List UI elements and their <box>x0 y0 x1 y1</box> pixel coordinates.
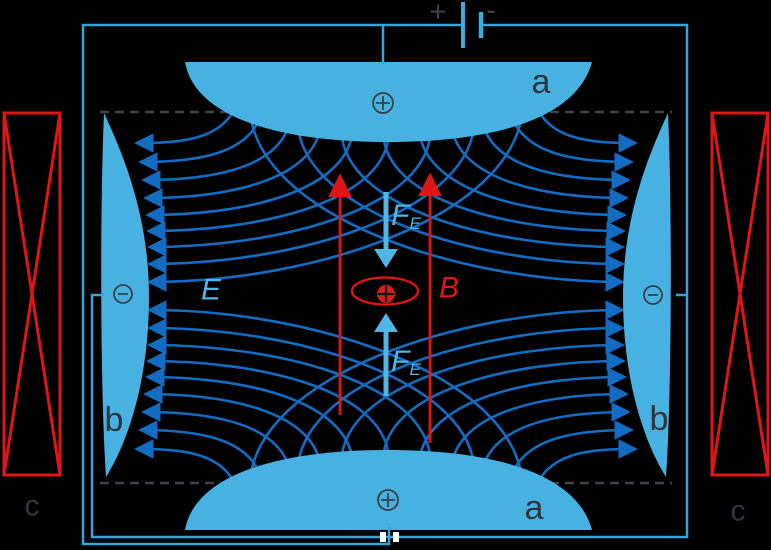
left-coil-icon <box>2 111 62 477</box>
wire-jump-marker <box>380 532 386 542</box>
left-electrode-label: b <box>105 401 124 439</box>
right-coil-label: c <box>731 495 746 528</box>
force-label-top: FE <box>391 199 421 233</box>
plus-terminal-icon <box>377 489 399 511</box>
minus-terminal-icon <box>113 284 133 304</box>
force-arrow-down-head <box>374 249 398 268</box>
force-arrows <box>374 192 398 396</box>
right-electrode-label: b <box>650 400 669 438</box>
particle-group <box>350 276 420 306</box>
right-coil-icon <box>710 111 770 477</box>
minus-terminal-icon <box>643 285 663 305</box>
battery-plus-label: + <box>429 0 447 29</box>
battery-minus-label: - <box>486 0 496 27</box>
bottom-electrode-label: a <box>525 489 544 527</box>
orbit-ellipse <box>350 276 420 306</box>
wire-jump-marker <box>393 532 399 542</box>
force-label-bottom: FE <box>391 345 421 379</box>
positive-wire <box>81 23 463 546</box>
left-coil-label: c <box>25 490 40 523</box>
terminal-symbols <box>113 92 663 511</box>
force-arrow-up-head <box>374 313 398 332</box>
top-electrode-label: a <box>532 63 551 101</box>
plus-terminal-icon <box>372 92 394 114</box>
b-field-lines <box>328 172 442 443</box>
particle-plus-icon <box>378 286 394 302</box>
b-field-label: B <box>439 272 459 305</box>
e-field-label: E <box>201 274 222 307</box>
circuit-wiring <box>81 2 689 546</box>
